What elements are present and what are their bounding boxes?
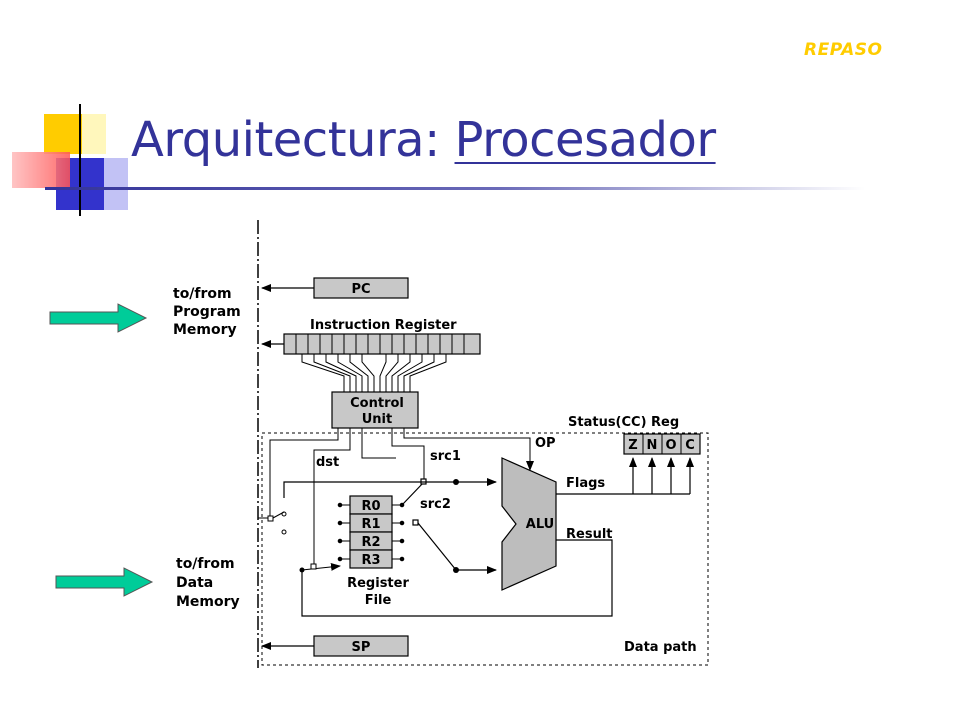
ir-to-control-lines bbox=[301, 354, 447, 392]
flag-n: N bbox=[647, 438, 658, 453]
data-path-region bbox=[261, 432, 709, 666]
status-register bbox=[623, 433, 701, 455]
instruction-register bbox=[283, 333, 481, 355]
sp-label: SP bbox=[352, 640, 371, 655]
register-r0: R0 bbox=[361, 499, 380, 514]
alu-label: ALU bbox=[526, 517, 554, 532]
register-r2: R2 bbox=[361, 535, 380, 550]
data-memory-arrow-icon bbox=[55, 567, 154, 597]
flag-c: C bbox=[685, 438, 695, 453]
flag-z: Z bbox=[628, 438, 637, 453]
title-prefix: Arquitectura: bbox=[131, 112, 455, 168]
page-title: Arquitectura: Procesador bbox=[131, 112, 716, 168]
flags-label: Flags bbox=[566, 476, 605, 491]
program-memory-label-1: to/from bbox=[173, 286, 232, 302]
flag-o: O bbox=[665, 438, 676, 453]
register-file-label-1: Register bbox=[347, 576, 409, 591]
result-label: Result bbox=[566, 527, 613, 542]
src1-path bbox=[283, 478, 497, 506]
register-r1: R1 bbox=[361, 517, 380, 532]
dst-switch bbox=[258, 511, 317, 570]
title-divider bbox=[45, 187, 865, 190]
register-file-label-2: File bbox=[365, 593, 392, 608]
control-unit bbox=[331, 391, 419, 429]
result-line bbox=[301, 539, 613, 617]
dst-label: dst bbox=[316, 455, 339, 470]
op-label: OP bbox=[535, 436, 556, 451]
data-memory-label-3: Memory bbox=[176, 594, 240, 610]
src2-path bbox=[412, 519, 497, 574]
data-path-label: Data path bbox=[624, 640, 697, 655]
title-link[interactable]: Procesador bbox=[454, 112, 717, 168]
instruction-register-label: Instruction Register bbox=[310, 318, 457, 333]
control-unit-label-2: Unit bbox=[362, 412, 392, 427]
alu bbox=[501, 457, 557, 591]
register-r3: R3 bbox=[361, 553, 380, 568]
register-ports bbox=[337, 502, 405, 562]
program-memory-arrow-icon bbox=[49, 303, 148, 333]
control-unit-label-1: Control bbox=[350, 396, 404, 411]
src2-label: src2 bbox=[420, 497, 451, 512]
flags-lines bbox=[556, 457, 694, 495]
status-reg-label: Status(CC) Reg bbox=[568, 415, 679, 430]
data-memory-label-2: Data bbox=[176, 575, 213, 591]
slide-logo-icon bbox=[12, 104, 128, 216]
src1-label: src1 bbox=[430, 449, 461, 464]
program-memory-label-2: Program bbox=[173, 304, 241, 320]
data-memory-label-1: to/from bbox=[176, 556, 235, 572]
repaso-tag: REPASO bbox=[804, 40, 883, 60]
pc-label: PC bbox=[351, 282, 370, 297]
program-memory-label-3: Memory bbox=[173, 322, 237, 338]
control-lines bbox=[269, 428, 531, 566]
